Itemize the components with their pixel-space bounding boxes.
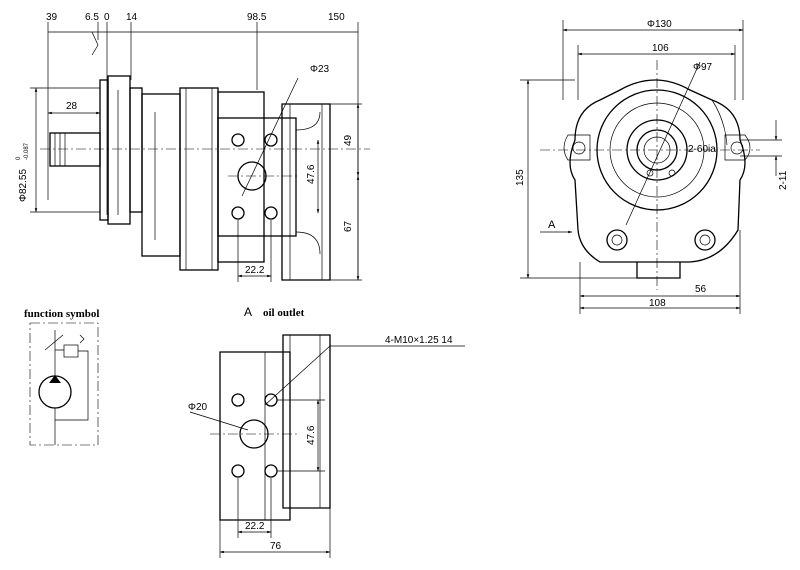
left-ear-slot: [563, 134, 591, 161]
side-half-spacing-label: 22.2: [245, 265, 265, 276]
outlet-view: A oil outlet 4-M10×1.25 14 Φ20 47.6 22.2…: [188, 305, 465, 558]
side-port-diameter: Φ23: [310, 64, 330, 75]
function-symbol-title: function symbol: [24, 308, 100, 320]
bolt-span-label: 106: [652, 43, 669, 54]
outlet-diameter-leader: [189, 411, 249, 431]
break-mark: [91, 31, 99, 56]
outlet-width-label: 76: [270, 541, 282, 552]
dim-6.5: 6.5: [85, 12, 99, 23]
outlet-bolt-br: [264, 464, 278, 478]
body-diameter-label: Φ97: [693, 62, 713, 73]
pump-direction-triangle: [49, 375, 61, 383]
bottom-port-boss: [636, 262, 681, 279]
adjust-arrow: [44, 334, 64, 351]
dim-150: 150: [328, 12, 345, 23]
pilot-tol-lower: -0.087: [24, 142, 30, 160]
top-extension-lines: [47, 22, 359, 280]
view-arrow-label: A: [548, 219, 556, 231]
return-line: [55, 349, 89, 421]
side-bolt-spacing-label: 47.6: [306, 164, 317, 184]
outlet-diameter-label: Φ20: [188, 402, 208, 413]
spline-mark-left: [646, 169, 654, 177]
side-view: 39 6.5 0 14 98.5 150 28 Φ82.55 0 -0.087: [16, 12, 370, 282]
pump-body: [99, 75, 331, 281]
symbol-boundary: [29, 322, 99, 446]
spring-mark: [79, 334, 85, 344]
right-ear-slot: [724, 134, 751, 161]
slot-width-label: 2-11: [778, 170, 789, 190]
outlet-bolt-spacing-label: 47.6: [306, 425, 317, 445]
left-ear-hole: [572, 141, 586, 155]
bottom-width-label: 108: [649, 298, 666, 309]
upper-height-label: 49: [343, 134, 354, 146]
pilot-diameter-label: Φ82.55: [18, 169, 29, 202]
offset-label: 56: [695, 284, 707, 295]
outlet-face: [219, 351, 291, 521]
side-port: [228, 77, 300, 220]
dim-98.5: 98.5: [247, 12, 267, 23]
flange-diameter-label: Φ130: [647, 19, 672, 30]
dim-39: 39: [46, 12, 58, 23]
outlet-view-letter: A: [244, 305, 252, 319]
relief-valve: [63, 344, 79, 358]
thread-note: 4-M10×1.25 14: [385, 335, 453, 346]
spline-mark-right: [668, 169, 676, 177]
dim-0: 0: [104, 12, 110, 23]
thread-leader: [264, 345, 331, 406]
function-symbol: function symbol: [24, 308, 100, 446]
spline-leader: [711, 99, 728, 146]
shaft: [40, 132, 370, 167]
lower-height-label: 67: [343, 220, 354, 232]
shaft-length-label: 28: [66, 101, 78, 112]
pilot-tol-upper: 0: [16, 156, 22, 160]
lower-right-boss: [694, 229, 716, 251]
lower-right-hole: [699, 234, 711, 246]
lower-left-hole: [611, 234, 623, 246]
dim-14: 14: [126, 12, 138, 23]
outlet-bolt-bl: [231, 464, 245, 478]
spline-label: 2-60ia: [688, 144, 716, 155]
outlet-view-title: oil outlet: [263, 307, 305, 319]
outlet-half-spacing-label: 22.2: [245, 521, 265, 532]
right-ear-hole: [730, 141, 744, 155]
lower-left-boss: [606, 229, 628, 251]
height-label: 135: [515, 169, 526, 186]
front-view: Φ130 106 Φ97 2-60ia 135: [515, 19, 789, 314]
body-diameter-leader: [625, 61, 701, 226]
front-flange: [569, 79, 746, 263]
outlet-bolt-tl: [231, 393, 245, 407]
